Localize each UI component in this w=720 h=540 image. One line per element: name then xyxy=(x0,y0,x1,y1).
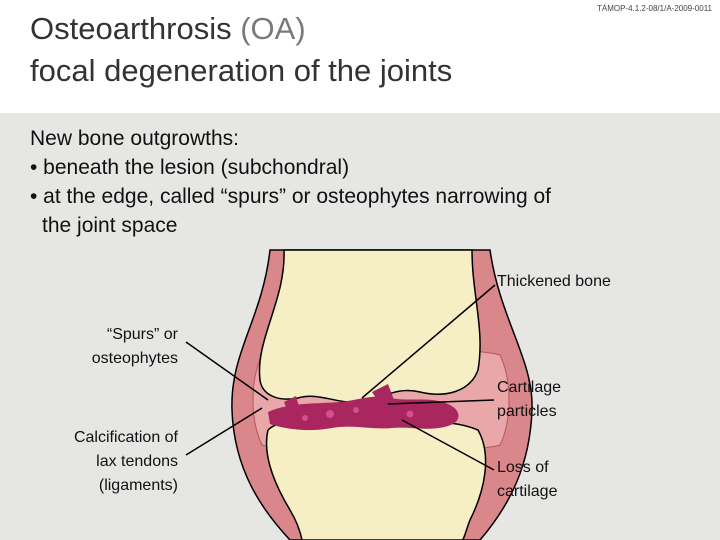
label-cartilage-particles: Cartilage particles xyxy=(497,376,561,424)
label-spurs-line2: osteophytes xyxy=(91,350,178,367)
cartilage-particle xyxy=(353,407,359,413)
osteophyte-spur-left xyxy=(284,396,300,412)
label-cartilage-line2: particles xyxy=(497,403,557,420)
lower-bone xyxy=(265,418,487,540)
label-calcification-line3: (ligaments) xyxy=(98,477,178,494)
label-thickened-bone-text: Thickened bone xyxy=(497,273,611,290)
pointer-calcification xyxy=(185,407,263,456)
pointer-spurs xyxy=(185,341,269,401)
label-thickened-bone: Thickened bone xyxy=(497,270,611,294)
intro-text: New bone outgrowths: xyxy=(30,127,239,150)
label-loss-line2: cartilage xyxy=(497,483,558,500)
cartilage-particle xyxy=(302,415,308,421)
title-line-2: focal degeneration of the joints xyxy=(30,53,453,88)
title-abbreviation: (OA) xyxy=(240,11,306,46)
bullet-subchondral: • beneath the lesion (subchondral) xyxy=(30,156,350,179)
title-line-1: Osteoarthrosis (OA) xyxy=(30,8,590,50)
label-spurs-line1: “Spurs” or xyxy=(106,326,178,343)
bullet-list: New bone outgrowths: • beneath the lesio… xyxy=(30,124,710,240)
label-calcification-line1: Calcification of xyxy=(73,429,178,446)
pointer-cartilage-particles xyxy=(387,399,495,405)
slide-title: Osteoarthrosis (OA) focal degeneration o… xyxy=(30,8,590,92)
pointer-thickened-bone xyxy=(361,284,496,399)
title-main: Osteoarthrosis xyxy=(30,11,232,46)
label-calcification-line2: lax tendons xyxy=(96,453,178,470)
bullet-osteophytes: • at the edge, called “spurs” or osteoph… xyxy=(30,185,551,208)
bullet-osteophytes-continued: the joint space xyxy=(42,214,178,237)
label-cartilage-line1: Cartilage xyxy=(497,379,562,396)
reference-code: TÁMOP-4.1.2-08/1/A-2009-0011 xyxy=(596,4,712,13)
pointer-loss-cartilage xyxy=(401,419,495,471)
label-calcification: Calcification of lax tendons (ligaments) xyxy=(30,426,178,498)
label-loss-of-cartilage: Loss of cartilage xyxy=(497,456,557,504)
osteophyte-spur-right xyxy=(372,384,394,404)
cartilage-lesion xyxy=(268,396,459,431)
cartilage-particle xyxy=(326,410,334,418)
label-spurs: “Spurs” or osteophytes xyxy=(40,323,178,371)
cartilage-particle xyxy=(406,410,414,418)
label-loss-line1: Loss of xyxy=(497,459,549,476)
